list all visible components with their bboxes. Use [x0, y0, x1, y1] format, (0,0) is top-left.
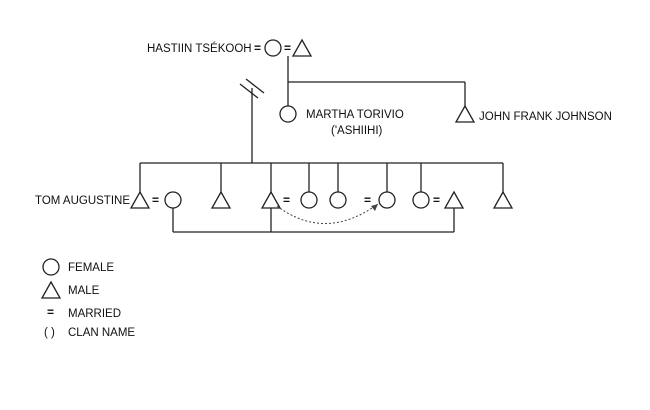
marriage-sign: =: [433, 193, 440, 207]
male-triangle-icon: [492, 190, 514, 209]
arrowhead-icon: [371, 204, 378, 211]
legend-married-label: MARRIED: [68, 308, 121, 320]
patriarch-label: HASTIIN TSÉKOOH: [147, 42, 252, 55]
female-circle-icon: [264, 39, 282, 57]
male-triangle-icon: [291, 38, 313, 57]
male-triangle-icon: [129, 190, 151, 209]
legend-married-symbol: =: [47, 305, 54, 319]
marriage-sign: =: [254, 41, 261, 55]
daughter-label: MARTHA TORIVIO: [306, 109, 404, 121]
legend-male-label: MALE: [68, 285, 100, 297]
male-triangle-icon: [443, 190, 465, 209]
legend-clan-symbol: ( ): [44, 327, 55, 339]
legend: FEMALE MALE = MARRIED ( ) CLAN NAME: [40, 258, 135, 339]
divorce-mark: [245, 78, 265, 94]
relationship-arrow: [276, 203, 379, 224]
female-circle-icon: [300, 191, 318, 209]
marriage-sign: =: [152, 193, 159, 207]
son-label: JOHN FRANK JOHNSON: [479, 111, 612, 123]
marriage-sign: =: [283, 193, 290, 207]
male-triangle-icon: [454, 104, 476, 123]
female-circle-icon: [279, 105, 297, 123]
marriage-sign: =: [364, 193, 371, 207]
female-circle-icon: [329, 191, 347, 209]
female-circle-icon: [378, 191, 396, 209]
divorce-mark: [239, 83, 259, 99]
female-circle-icon: [164, 191, 182, 209]
legend-female-label: FEMALE: [68, 262, 114, 274]
female-circle-icon: [412, 191, 430, 209]
marriage-sign: =: [284, 41, 291, 55]
grandson-label: TOM AUGUSTINE: [35, 195, 130, 207]
legend-male-triangle-icon: [40, 280, 62, 299]
male-triangle-icon: [210, 190, 232, 209]
legend-clan-label: CLAN NAME: [68, 327, 135, 339]
legend-female-circle-icon: [42, 258, 60, 276]
daughter-clan-label: ('ASHIIHI): [331, 125, 383, 137]
